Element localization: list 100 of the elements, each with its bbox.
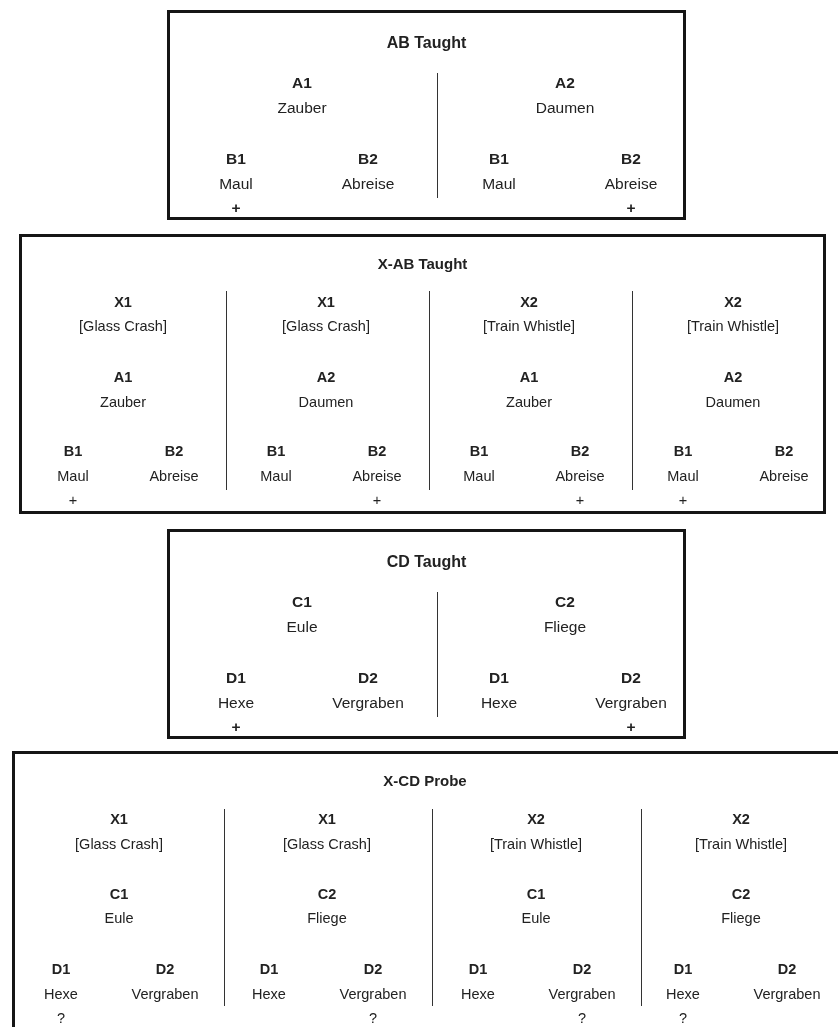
stimulus-code: D2 [621, 669, 641, 687]
stimulus-code: C1 [526, 885, 546, 903]
stimulus-word: Abreise [149, 467, 199, 485]
stimulus-code: B2 [358, 150, 378, 168]
stimulus-code: D2 [777, 960, 797, 978]
stimulus-code: B1 [226, 150, 246, 168]
stimulus-word: Zauber [100, 393, 146, 411]
stimulus-word: Fliege [307, 909, 347, 927]
outcome-mark: + [231, 718, 241, 736]
panel-box [12, 751, 838, 1027]
stimulus-code: C2 [555, 593, 575, 611]
stimulus-word: Vergraben [332, 694, 404, 712]
stimulus-word: Vergraben [339, 985, 407, 1003]
stimulus-code: A1 [292, 74, 312, 92]
outcome-mark: ? [577, 1009, 587, 1027]
panel-title: X-AB Taught [377, 255, 468, 273]
stimulus-word: Zauber [506, 393, 552, 411]
stimulus-word: [Glass Crash] [75, 835, 163, 853]
stimulus-code: D1 [51, 960, 71, 978]
outcome-mark: ? [368, 1009, 378, 1027]
stimulus-code: D2 [155, 960, 175, 978]
stimulus-code: C2 [731, 885, 751, 903]
stimulus-word: Eule [104, 909, 134, 927]
stimulus-code: B1 [469, 442, 489, 460]
stimulus-code: X2 [520, 293, 538, 311]
panel-box [167, 529, 686, 739]
stimulus-code: D1 [259, 960, 279, 978]
outcome-mark: + [678, 491, 688, 509]
outcome-mark: + [231, 199, 241, 217]
panel-box [167, 10, 686, 220]
stimulus-word: [Train Whistle] [694, 835, 788, 853]
stimulus-code: B2 [164, 442, 184, 460]
stimulus-code: D2 [363, 960, 383, 978]
stimulus-code: A2 [555, 74, 575, 92]
panel-title: CD Taught [386, 552, 467, 572]
stimulus-word: [Train Whistle] [686, 317, 780, 335]
stimulus-word: [Glass Crash] [79, 317, 167, 335]
stimulus-word: Daumen [705, 393, 761, 411]
outcome-mark: ? [678, 1009, 688, 1027]
stimulus-code: A2 [316, 368, 336, 386]
stimulus-word: [Glass Crash] [282, 317, 370, 335]
outcome-mark: + [68, 491, 78, 509]
outcome-mark: + [626, 199, 636, 217]
stimulus-code: B1 [489, 150, 509, 168]
stimulus-code: B2 [621, 150, 641, 168]
stimulus-word: Hexe [666, 985, 700, 1003]
stimulus-code: B1 [266, 442, 286, 460]
stimulus-word: Hexe [461, 985, 495, 1003]
stimulus-word: Vergraben [131, 985, 199, 1003]
stimulus-word: Maul [482, 175, 516, 193]
stimulus-word: Maul [260, 467, 292, 485]
stimulus-code: D1 [226, 669, 246, 687]
stimulus-code: D2 [572, 960, 592, 978]
outcome-mark: + [575, 491, 585, 509]
stimulus-word: Abreise [352, 467, 402, 485]
stimulus-word: Maul [57, 467, 89, 485]
stimulus-code: X1 [114, 293, 132, 311]
stimulus-code: C2 [317, 885, 337, 903]
stimulus-code: X1 [318, 810, 336, 828]
stimulus-code: A1 [113, 368, 133, 386]
stimulus-word: Eule [286, 618, 318, 636]
stimulus-code: A1 [519, 368, 539, 386]
stimulus-code: B2 [570, 442, 590, 460]
stimulus-word: [Train Whistle] [489, 835, 583, 853]
stimulus-code: B1 [63, 442, 83, 460]
stimulus-word: Maul [219, 175, 253, 193]
stimulus-code: X2 [732, 810, 750, 828]
stimulus-code: X1 [110, 810, 128, 828]
stimulus-word: Hexe [217, 694, 255, 712]
stimulus-word: [Train Whistle] [482, 317, 576, 335]
stimulus-word: Daumen [298, 393, 354, 411]
stimulus-code: D1 [468, 960, 488, 978]
stimulus-word: Hexe [44, 985, 78, 1003]
stimulus-word: Daumen [535, 99, 595, 117]
stimulus-word: Maul [463, 467, 495, 485]
stimulus-word: Abreise [555, 467, 605, 485]
stimulus-code: X2 [527, 810, 545, 828]
stimulus-word: Abreise [604, 175, 658, 193]
stimulus-word: Abreise [759, 467, 809, 485]
stimulus-word: Vergraben [548, 985, 616, 1003]
stimulus-code: D1 [673, 960, 693, 978]
stimulus-word: Hexe [252, 985, 286, 1003]
stimulus-code: B1 [673, 442, 693, 460]
stimulus-code: C1 [292, 593, 312, 611]
stimulus-word: Fliege [721, 909, 761, 927]
stimulus-code: C1 [109, 885, 129, 903]
outcome-mark: + [626, 718, 636, 736]
outcome-mark: ? [56, 1009, 66, 1027]
stimulus-word: Hexe [480, 694, 518, 712]
stimulus-code: D1 [489, 669, 509, 687]
stimulus-word: Maul [667, 467, 699, 485]
stimulus-code: X2 [724, 293, 742, 311]
outcome-mark: + [372, 491, 382, 509]
stimulus-code: B2 [367, 442, 387, 460]
panel-box [19, 234, 826, 514]
stimulus-word: Zauber [277, 99, 327, 117]
stimulus-word: Abreise [341, 175, 395, 193]
stimulus-word: Vergraben [595, 694, 667, 712]
stimulus-code: D2 [358, 669, 378, 687]
stimulus-word: Vergraben [753, 985, 821, 1003]
